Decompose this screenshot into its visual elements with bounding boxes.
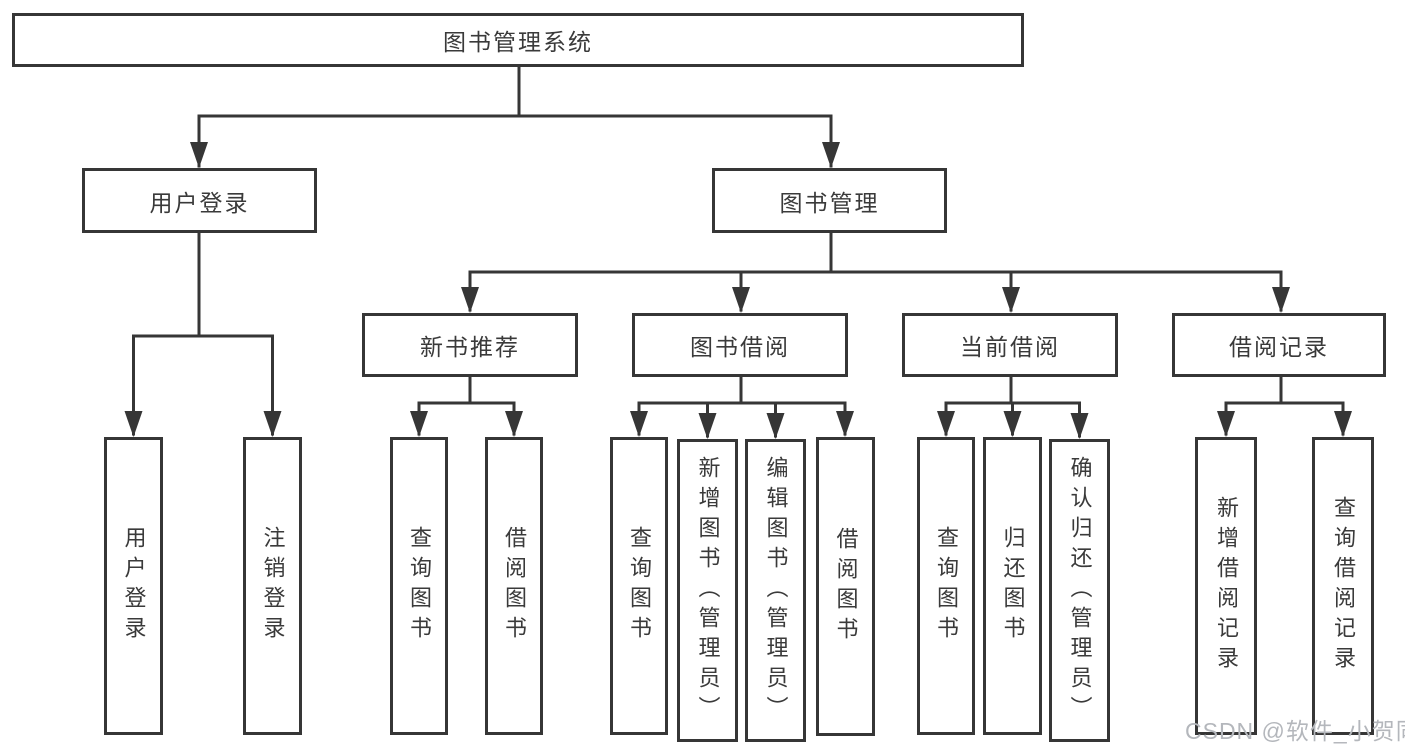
arrow-down-icon: [190, 142, 208, 168]
node-root: 图书管理系统: [12, 13, 1024, 67]
arrow-down-icon: [1003, 411, 1022, 437]
leaf-current-confirm-return-admin-label: 确认归还（管理员）: [1067, 455, 1093, 726]
leaf-records-query-record-label: 查询借阅记录: [1331, 496, 1356, 676]
node-borrowing-records-label: 借阅记录: [1229, 334, 1329, 360]
arrow-down-icon: [1070, 413, 1089, 439]
leaf-borrowing-edit-book-admin-label: 编辑图书（管理员）: [763, 455, 789, 726]
leaf-user-login-label: 用户登录: [121, 526, 147, 646]
node-book-management-label: 图书管理: [779, 189, 880, 216]
arrow-down-icon: [124, 411, 143, 437]
leaf-newbook-borrow-book-label: 借阅图书: [502, 526, 527, 646]
connector-user-login-to-leaves: [132, 231, 274, 436]
leaf-current-confirm-return-admin: 确认归还（管理员）: [1049, 439, 1110, 742]
node-current-borrowing: 当前借阅: [902, 313, 1118, 377]
leaf-borrowing-query-book: 查询图书: [610, 437, 668, 735]
node-new-book-recommend-label: 新书推荐: [420, 334, 520, 360]
leaf-current-return-book-label: 归还图书: [1000, 526, 1026, 646]
leaf-current-query-book-label: 查询图书: [934, 526, 959, 646]
arrow-down-icon: [822, 142, 840, 168]
leaf-current-return-book: 归还图书: [983, 437, 1042, 735]
leaf-newbook-query-book: 查询图书: [390, 437, 448, 735]
leaf-records-add-record-label: 新增借阅记录: [1214, 496, 1239, 676]
leaf-logout-label: 注销登录: [260, 526, 286, 646]
leaf-newbook-query-book-label: 查询图书: [407, 526, 432, 646]
leaf-records-add-record: 新增借阅记录: [1195, 437, 1257, 735]
leaf-borrowing-borrow-book-label: 借阅图书: [833, 526, 859, 647]
leaf-newbook-borrow-book: 借阅图书: [485, 437, 543, 735]
node-book-borrowing-label: 图书借阅: [690, 334, 790, 360]
node-borrowing-records: 借阅记录: [1172, 313, 1386, 377]
node-root-label: 图书管理系统: [443, 29, 593, 55]
arrow-down-icon: [505, 411, 523, 437]
node-user-login-label: 用户登录: [149, 189, 250, 216]
leaf-current-query-book: 查询图书: [917, 437, 975, 735]
arrow-down-icon: [937, 411, 955, 437]
arrow-down-icon: [263, 411, 282, 437]
arrow-down-icon: [1002, 287, 1020, 313]
arrow-down-icon: [1272, 287, 1290, 313]
arrow-down-icon: [766, 413, 785, 439]
leaf-borrowing-borrow-book: 借阅图书: [816, 437, 875, 736]
leaf-borrowing-add-book-admin: 新增图书（管理员）: [677, 439, 738, 742]
arrow-down-icon: [836, 411, 854, 437]
node-book-management: 图书管理: [712, 168, 947, 233]
node-book-borrowing: 图书借阅: [632, 313, 848, 377]
arrow-down-icon: [732, 287, 750, 313]
connector-borrowing-records-to-leaves: [1224, 375, 1345, 436]
connector-lines: [132, 65, 1345, 438]
connector-current-borrowing-to-leaves: [944, 375, 1081, 438]
arrow-down-icon: [461, 287, 479, 313]
arrow-down-icon: [1334, 411, 1352, 437]
arrow-down-icon: [1217, 411, 1235, 437]
watermark: CSDN @软件_小贺同学: [1185, 718, 1405, 744]
connector-book-management-to-level3: [468, 231, 1283, 312]
connector-root-to-level2: [197, 65, 833, 168]
node-current-borrowing-label: 当前借阅: [960, 334, 1060, 360]
arrow-down-icon: [410, 411, 428, 437]
arrow-down-icon: [630, 411, 648, 437]
leaf-logout: 注销登录: [243, 437, 302, 735]
leaf-borrowing-add-book-admin-label: 新增图书（管理员）: [695, 455, 721, 726]
node-user-login: 用户登录: [82, 168, 317, 233]
connector-new-book-to-leaves: [417, 375, 516, 436]
leaf-user-login: 用户登录: [104, 437, 163, 735]
leaf-records-query-record: 查询借阅记录: [1312, 437, 1374, 735]
node-new-book-recommend: 新书推荐: [362, 313, 578, 377]
arrow-down-icon: [698, 413, 717, 439]
connector-book-borrowing-to-leaves: [637, 375, 847, 438]
leaf-borrowing-query-book-label: 查询图书: [627, 526, 652, 646]
leaf-borrowing-edit-book-admin: 编辑图书（管理员）: [745, 439, 806, 742]
